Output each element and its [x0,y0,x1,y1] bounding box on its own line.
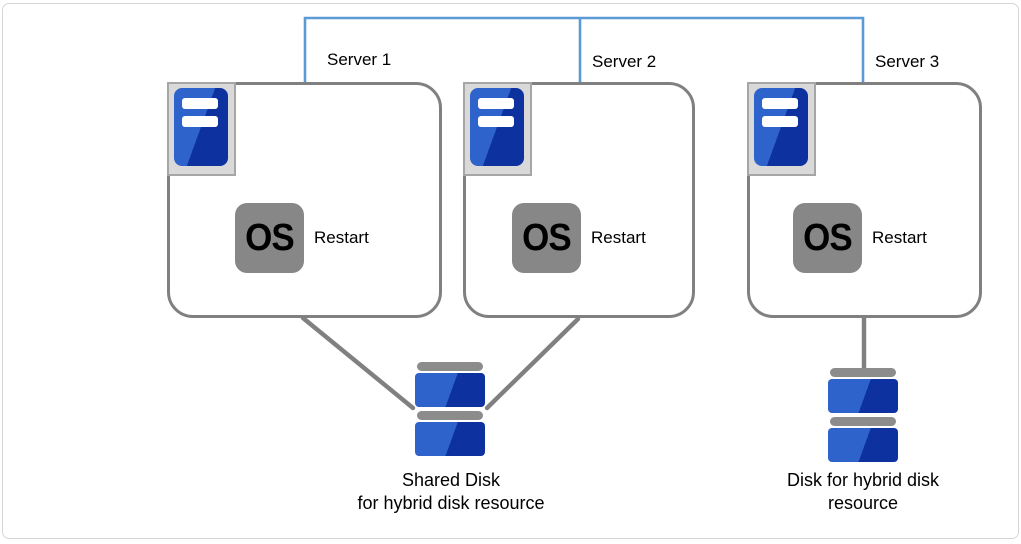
os-icon-label: OS [245,217,295,259]
server2-os-row: OS Restart [512,203,646,273]
server3-icon-frame [747,82,816,176]
server2-restart-label: Restart [591,228,646,247]
os-icon: OS [235,203,304,273]
shared-disk-label-line1: Shared Disk [401,470,501,490]
disk-cap [830,368,896,377]
server3-restart-label: Restart [872,228,927,247]
server3-os-row: OS Restart [793,203,927,273]
shared-disk-label: Shared Disk for hybrid disk resource [321,469,581,515]
server-icon-slot [182,98,218,109]
shared-disk-icon [415,362,485,456]
server-icon [174,88,228,166]
os-icon-label: OS [803,217,853,259]
os-icon-label: OS [522,217,572,259]
hybrid-disk-label: Disk for hybrid disk resource [768,469,958,515]
disk-platter [415,373,485,407]
server1-shared-disk-link [300,315,416,411]
server2-label: Server 2 [592,52,657,71]
disk-cap [417,411,483,420]
server2-shared-disk-link [484,316,581,411]
disk-platter [828,379,898,413]
server3-box: OS Restart [747,82,982,318]
shared-disk-label-line2: for hybrid disk resource [357,493,545,513]
disk-cap [417,362,483,371]
server-icon-slot [762,116,798,127]
server-icon-slot [762,98,798,109]
server1-restart-label: Restart [314,228,369,247]
server1-label: Server 1 [327,50,392,69]
server3-label: Server 3 [875,52,940,71]
server-icon-slot [478,116,514,127]
server1-os-row: OS Restart [235,203,369,273]
hybrid-disk-icon [828,368,898,462]
server-icon-slot [182,116,218,127]
server-icon [470,88,524,166]
server1-box: OS Restart [167,82,442,318]
disk-cap [830,417,896,426]
server-icon [754,88,808,166]
hybrid-disk-label-line2: resource [827,493,899,513]
server-icon-slot [478,98,514,109]
server2-box: OS Restart [463,82,695,318]
network-line [303,16,865,82]
server2-icon-frame [463,82,532,176]
os-icon: OS [512,203,581,273]
disk-platter [828,428,898,462]
disk-platter [415,422,485,456]
server1-icon-frame [167,82,236,176]
os-icon: OS [793,203,862,273]
hybrid-disk-label-line1: Disk for hybrid disk [786,470,940,490]
